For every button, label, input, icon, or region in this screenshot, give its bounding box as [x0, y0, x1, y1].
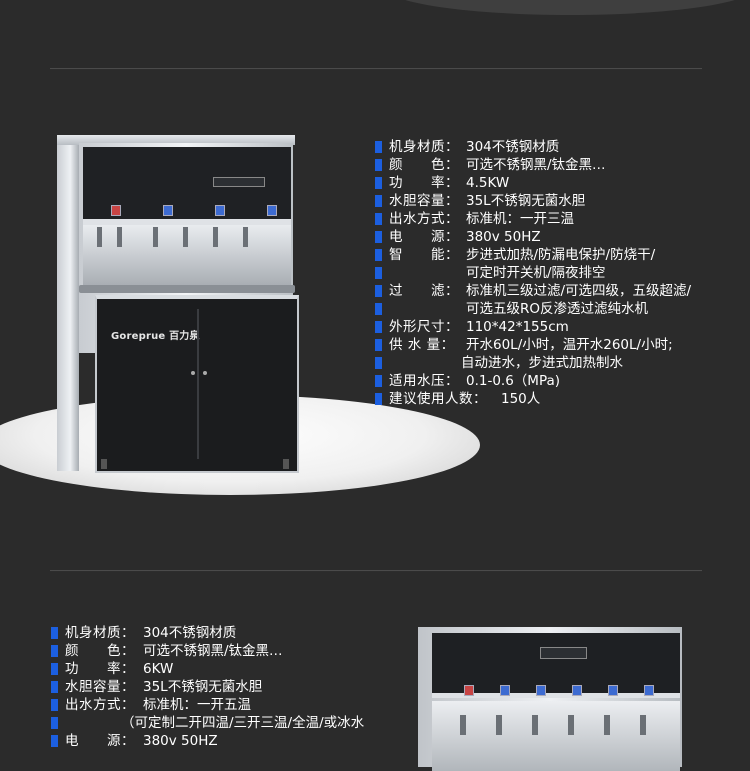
- tap-button: [111, 205, 121, 216]
- spout-area: [432, 701, 680, 771]
- tap-button: [644, 685, 654, 696]
- control-panel: [83, 147, 291, 225]
- tap-button: [464, 685, 474, 696]
- cabinet: Goreprue 百力泉: [95, 295, 299, 473]
- drip-tray: [79, 285, 295, 293]
- tap-button: [536, 685, 546, 696]
- water-dispenser-image: Goreprue 百力泉: [57, 135, 302, 480]
- top-pedestal-edge: [385, 0, 750, 15]
- tap-button: [608, 685, 618, 696]
- display-screen: [540, 647, 587, 659]
- spout-area: [83, 225, 291, 285]
- tap-button: [215, 205, 225, 216]
- tap-button: [500, 685, 510, 696]
- tap-button: [267, 205, 277, 216]
- tap-button: [163, 205, 173, 216]
- display-screen: [213, 177, 265, 187]
- section-divider: [50, 570, 702, 572]
- brand-logo: Goreprue 百力泉: [111, 331, 200, 342]
- control-panel: [432, 633, 680, 698]
- water-dispenser-image-2: [418, 627, 688, 771]
- section-divider: [50, 68, 702, 70]
- tap-button: [572, 685, 582, 696]
